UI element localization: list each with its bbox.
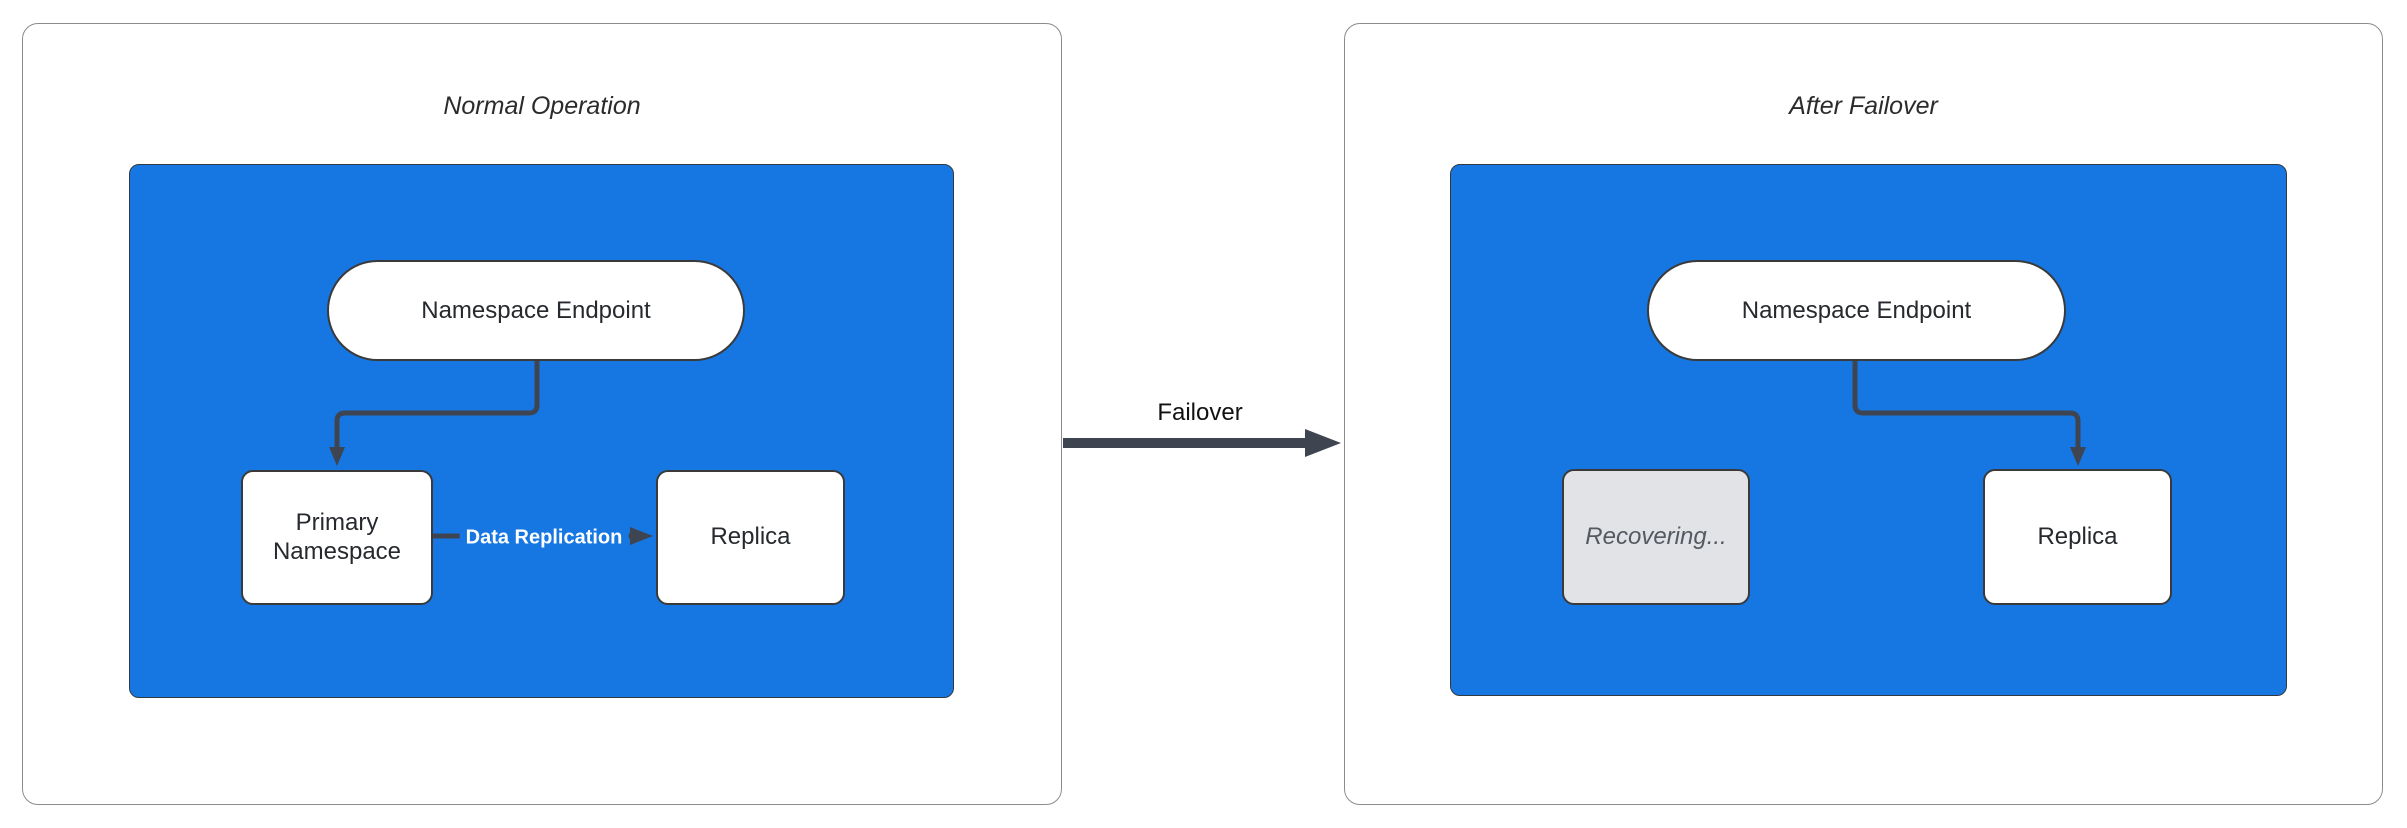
replica-node: Replica <box>1983 469 2172 605</box>
panel-title-after-failover: After Failover <box>1789 92 1938 120</box>
replica-label: Replica <box>710 523 791 551</box>
namespace-endpoint-node: Namespace Endpoint <box>327 260 745 361</box>
cluster-box-failover: Namespace Endpoint Recovering... Replica <box>1450 164 2287 696</box>
panel-title-normal-operation: Normal Operation <box>443 92 641 120</box>
namespace-endpoint-label: Namespace Endpoint <box>1741 296 1972 324</box>
recovering-namespace-node: Recovering... <box>1562 469 1750 605</box>
cluster-box-normal: Namespace Endpoint Primary Namespace Rep… <box>129 164 954 698</box>
primary-namespace-node: Primary Namespace <box>241 470 433 605</box>
panel-normal-operation: Normal Operation Namespace Endpoint Prim… <box>22 23 1062 805</box>
recovering-label: Recovering... <box>1585 522 1727 550</box>
data-replication-label: Data Replication <box>459 524 629 552</box>
replica-label: Replica <box>2037 522 2118 550</box>
replica-node: Replica <box>656 470 845 605</box>
failover-arrowhead <box>1305 429 1341 457</box>
primary-namespace-label: Primary Namespace <box>272 508 402 565</box>
failover-arrow-label: Failover <box>1157 399 1243 426</box>
namespace-endpoint-label: Namespace Endpoint <box>421 296 651 324</box>
panel-after-failover: After Failover Namespace Endpoint Recove… <box>1344 23 2383 805</box>
namespace-endpoint-node: Namespace Endpoint <box>1647 260 2066 361</box>
